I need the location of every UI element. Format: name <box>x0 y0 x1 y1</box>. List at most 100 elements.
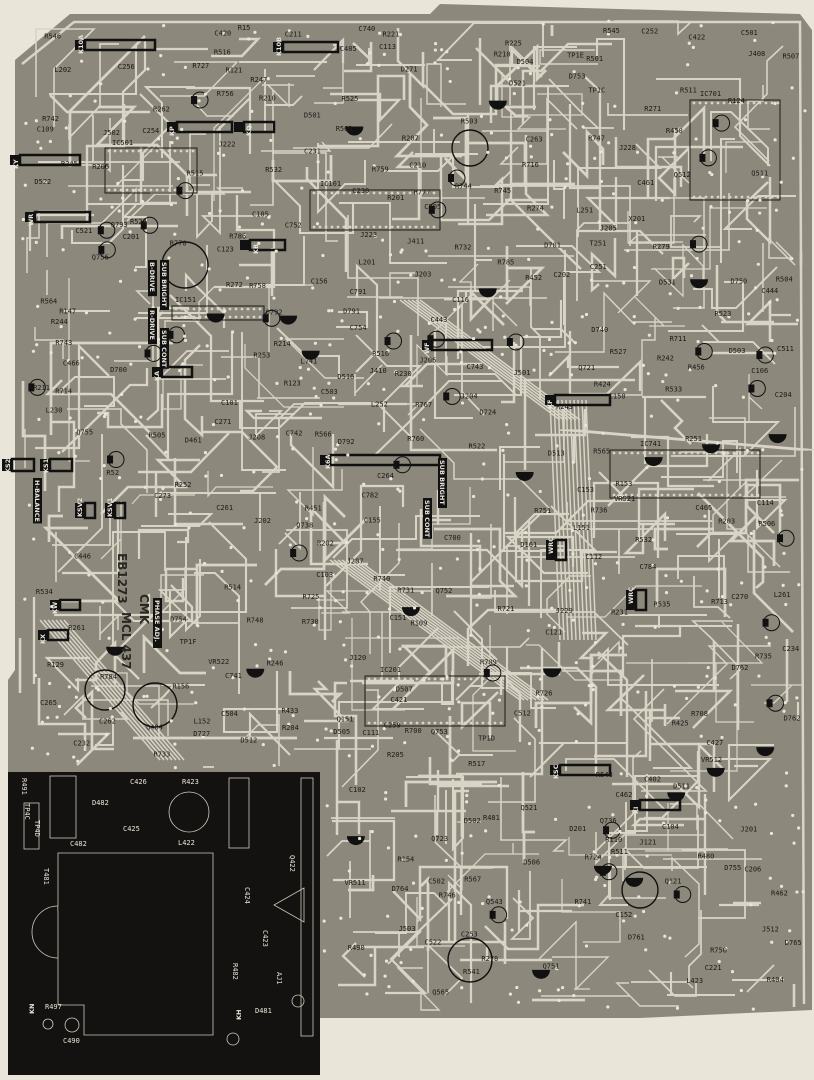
transistor <box>345 126 364 136</box>
pad <box>622 281 626 285</box>
trace <box>347 272 415 298</box>
ic-pin <box>324 191 328 195</box>
trace <box>538 920 610 991</box>
component-label: R262 <box>153 106 170 114</box>
pad <box>422 678 426 682</box>
ic-pin <box>630 451 634 455</box>
trace <box>420 98 485 199</box>
trace <box>709 407 796 457</box>
trace <box>499 446 540 490</box>
pad <box>342 643 346 647</box>
pad <box>613 104 617 108</box>
pad <box>49 351 53 355</box>
ic-pin <box>734 101 738 105</box>
trace <box>356 48 425 66</box>
pad <box>334 458 338 462</box>
pad <box>201 734 205 739</box>
pad <box>158 497 163 501</box>
ic-pin <box>378 191 382 195</box>
trace <box>671 256 690 283</box>
connector-label-text: KSV1 <box>106 497 114 517</box>
component-label: J228 <box>619 144 636 152</box>
pad <box>795 696 799 700</box>
trace <box>685 980 694 989</box>
ic-pin <box>690 493 694 497</box>
component-label: C462 <box>616 791 633 799</box>
pad <box>492 545 496 549</box>
bus-trace <box>337 559 529 701</box>
connector-tag <box>2 459 12 471</box>
pad <box>576 712 580 716</box>
pad <box>792 841 796 845</box>
component-label: C206 <box>744 865 761 873</box>
connector-tag <box>240 240 250 250</box>
pad <box>507 77 512 81</box>
component-label: R424 <box>594 380 611 388</box>
pad <box>571 618 575 622</box>
component-label: R527 <box>610 348 627 356</box>
trace <box>52 505 111 546</box>
component-label: R129 <box>47 661 64 669</box>
ic-pin <box>756 493 760 497</box>
bus-trace <box>407 299 569 421</box>
trace <box>196 104 234 117</box>
pad <box>505 423 509 427</box>
pad <box>399 250 403 254</box>
ic-pin <box>654 451 658 455</box>
connector-label-text: WRC <box>627 587 635 604</box>
pad <box>48 139 52 144</box>
ic-pin <box>776 101 780 105</box>
component-label: D516 <box>337 373 354 381</box>
trace <box>100 501 122 568</box>
trace <box>620 614 707 628</box>
bus-trace <box>55 619 177 761</box>
component-label: C465 <box>695 504 712 512</box>
pad <box>457 305 461 309</box>
trace <box>271 155 333 183</box>
edge-connector-outline <box>300 777 314 1037</box>
trace <box>278 492 301 551</box>
component-label: R247 <box>250 76 267 84</box>
component-label: Q151 <box>337 715 354 723</box>
ic-pin <box>722 195 726 199</box>
pad <box>96 355 100 359</box>
pad <box>427 321 431 326</box>
transistor <box>625 877 644 887</box>
trace <box>271 177 355 235</box>
component-label: C742 <box>286 430 303 438</box>
ic-pin <box>642 451 646 455</box>
pad <box>59 325 63 329</box>
pad <box>87 573 91 577</box>
trace <box>526 644 623 681</box>
pad <box>774 208 778 212</box>
connector-label: KS2 <box>4 459 12 473</box>
ic-pin <box>409 721 413 725</box>
pad <box>459 360 464 365</box>
component-label: R205 <box>387 751 404 759</box>
pad <box>203 92 208 96</box>
trace <box>293 123 393 149</box>
pad <box>169 719 173 723</box>
ic-ic741 <box>609 449 761 499</box>
pad <box>775 298 779 302</box>
pad <box>272 763 276 768</box>
pad <box>571 552 575 556</box>
pad <box>39 146 43 150</box>
trace <box>627 211 683 243</box>
pad <box>779 509 783 513</box>
component-label: TP1F <box>180 638 197 646</box>
pad <box>713 676 717 680</box>
component-label: R511 <box>611 848 628 856</box>
pad <box>497 783 501 788</box>
capacitor-polarity <box>393 460 400 469</box>
component-label: Q422 <box>288 855 296 872</box>
pad <box>549 352 553 356</box>
pad <box>36 140 40 144</box>
trace <box>453 789 469 944</box>
pad <box>749 903 753 907</box>
component-label: C202 <box>553 271 570 279</box>
pad <box>452 278 456 282</box>
pad <box>515 985 519 990</box>
pad <box>242 526 246 530</box>
pad <box>162 24 166 28</box>
